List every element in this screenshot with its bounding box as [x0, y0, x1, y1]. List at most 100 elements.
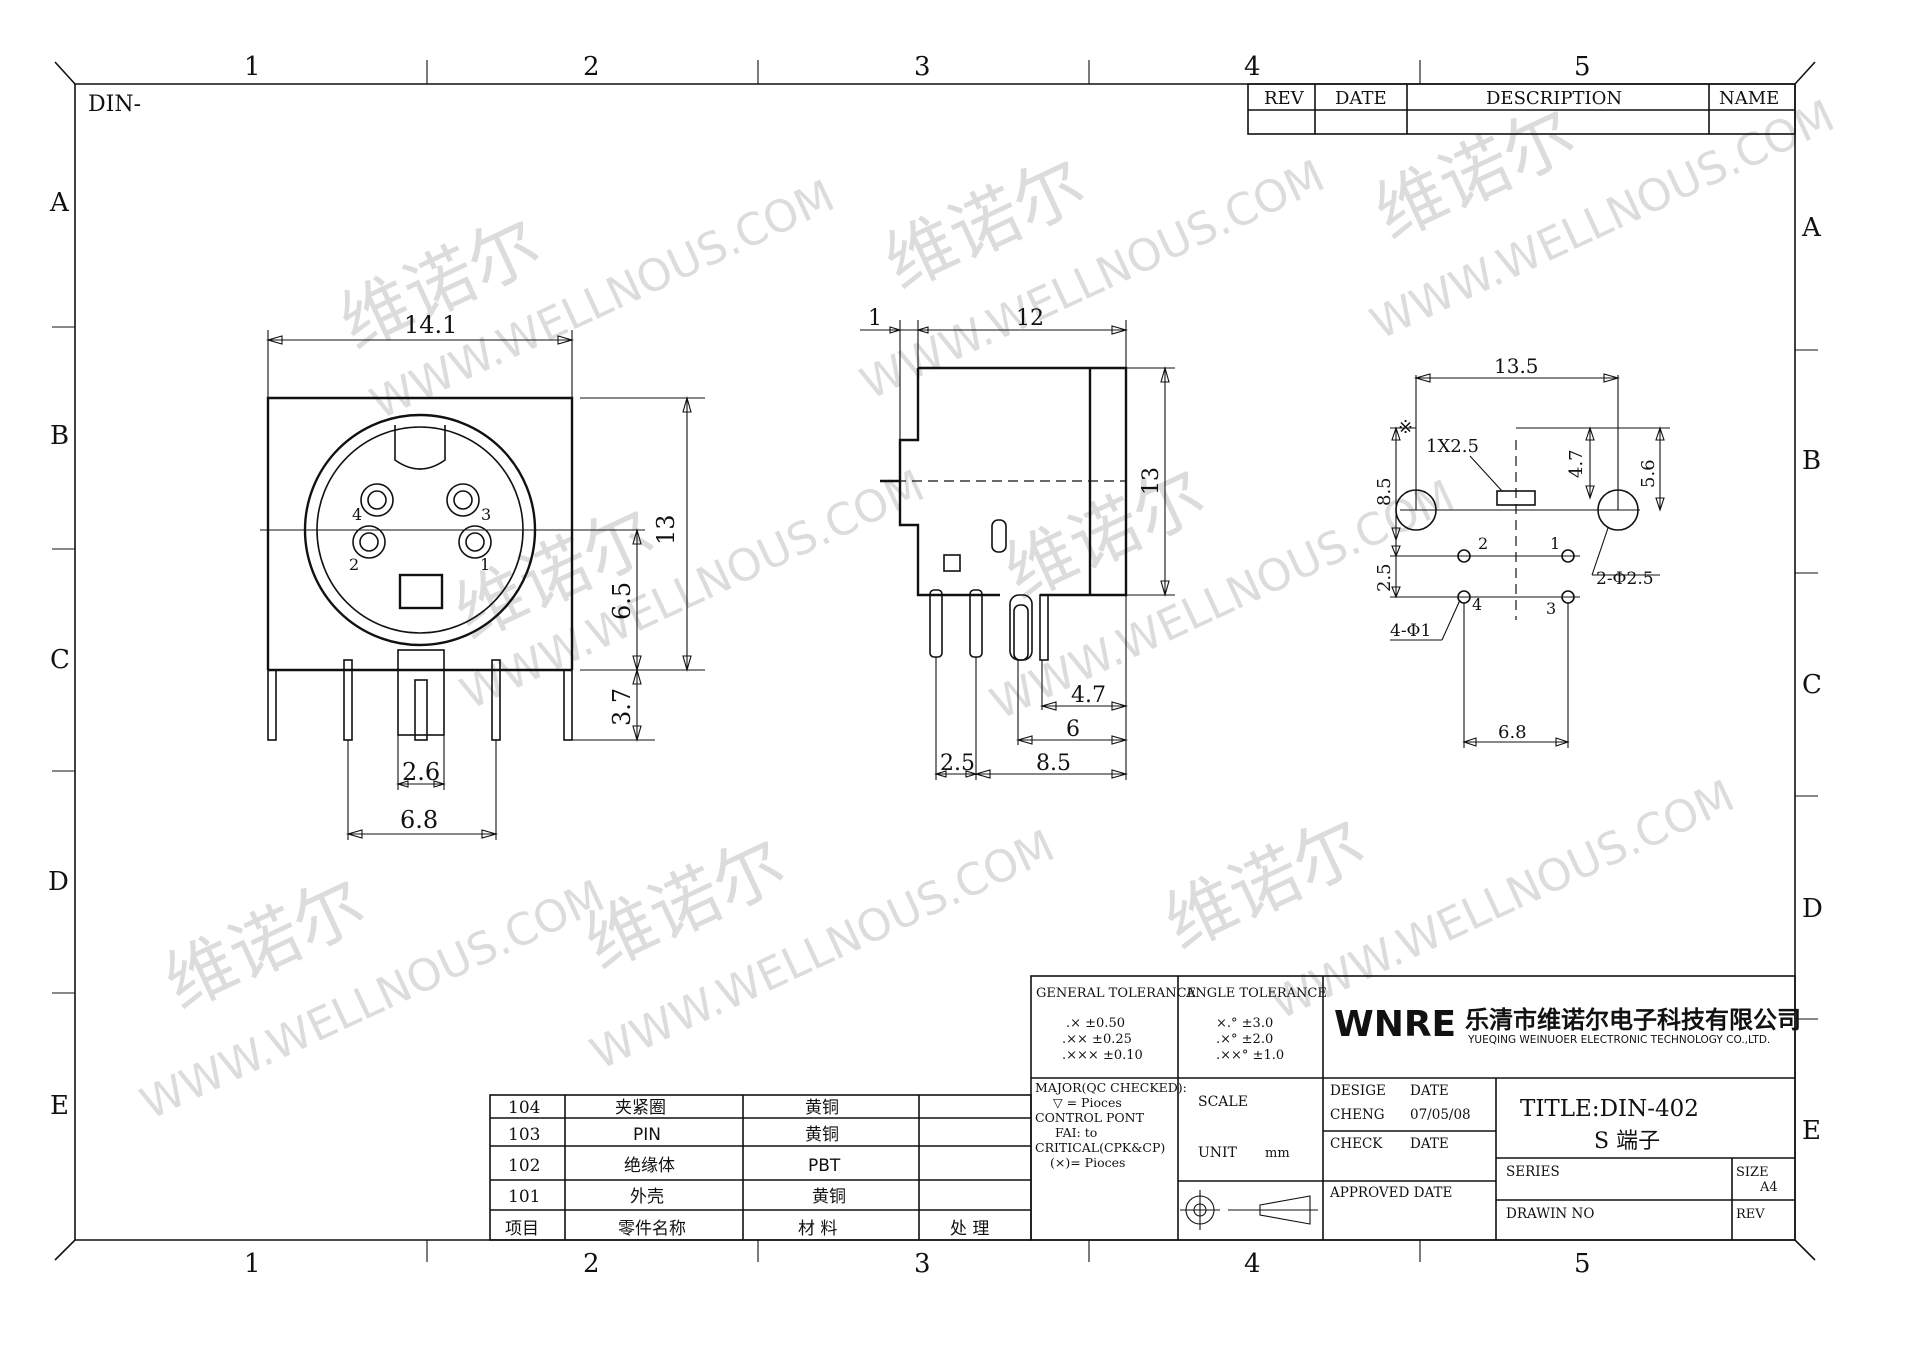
dim-front-pin-length: 3.7 [608, 688, 636, 726]
description-header: DESCRIPTION [1486, 88, 1622, 109]
title-block: GENERAL TOLERANCE .× ±0.50 .×× ±0.25 .××… [1030, 975, 1801, 1241]
dim-side-depth: 12 [1016, 306, 1044, 331]
zone-row-e: E [1802, 1116, 1821, 1146]
projection-symbol [1180, 1190, 1318, 1230]
company-logo: WNRE 乐清市维诺尔电子科技有限公司 YUEQING WEINUOER ELE… [1334, 1004, 1801, 1046]
major-line: FAI: to [1055, 1125, 1097, 1140]
check-label: CHECK [1330, 1136, 1383, 1152]
major-line: CONTROL PONT [1035, 1110, 1145, 1125]
dim-side-height: 13 [1139, 467, 1164, 495]
zone-row-b: B [1802, 446, 1821, 476]
zone-col-1: 1 [244, 52, 261, 82]
pcb-pin-label-4: 4 [1472, 595, 1482, 614]
front-pin-label-3: 3 [481, 505, 491, 524]
dim-front-height: 13 [652, 514, 680, 545]
zone-col-1: 1 [244, 1249, 261, 1279]
side-view: 1 12 13 4.7 6 2.5 8.5 [860, 306, 1175, 780]
angle-tolerance-line: .××° ±1.0 [1216, 1048, 1284, 1063]
bom-material: 黄铜 [805, 1125, 839, 1145]
series-label: SERIES [1506, 1164, 1560, 1180]
bom-header-name: 零件名称 [618, 1219, 686, 1239]
pcb-slot-label: 1X2.5 [1426, 436, 1479, 457]
zone-col-2: 2 [583, 1249, 600, 1279]
size-value: A4 [1759, 1180, 1778, 1195]
general-tolerance-label: GENERAL TOLERANCE [1036, 986, 1196, 1001]
pcb-big-holes-label: 2-Φ2.5 [1596, 569, 1654, 589]
approved-label: APPROVED DATE [1329, 1185, 1452, 1201]
dim-side-d4: 8.5 [1036, 751, 1071, 776]
zone-col-2: 2 [583, 52, 600, 82]
zone-col-4: 4 [1244, 1249, 1261, 1279]
company-name-cn: 乐清市维诺尔电子科技有限公司 [1465, 1006, 1801, 1034]
bom-item: 101 [508, 1187, 540, 1207]
zone-row-c: C [1802, 670, 1822, 700]
general-tolerance-line: .××× ±0.10 [1062, 1048, 1143, 1063]
zone-col-5: 5 [1574, 1249, 1591, 1279]
pcb-pin-label-2: 2 [1478, 534, 1488, 553]
watermark-cn: 维诺尔 [1153, 802, 1378, 965]
design-date-label: DATE [1410, 1083, 1449, 1099]
bom-table: 104 夹紧圈 黄铜 103 PIN 黄铜 102 绝缘体 PBT 101 外壳… [489, 1094, 1032, 1241]
general-tolerance-line: .×× ±0.25 [1062, 1032, 1132, 1047]
size-label: SIZE [1736, 1165, 1769, 1180]
drawing-title: TITLE:DIN-402 [1520, 1096, 1699, 1122]
major-line: ▽ = Pioces [1053, 1095, 1122, 1110]
zone-col-3: 3 [914, 52, 931, 82]
drawing-code: DIN- [88, 92, 141, 117]
zone-row-c: C [50, 645, 70, 675]
major-line: CRITICAL(CPK&CP) [1035, 1140, 1165, 1155]
dim-pcb-h3: 8.5 [1374, 477, 1395, 506]
pcb-mark: ※ [1398, 417, 1413, 438]
drawing-no-label: DRAWIN NO [1506, 1206, 1594, 1222]
angle-tolerance-label: ANGLE TOLERANCE [1185, 986, 1327, 1001]
pcb-pin-label-3: 3 [1546, 599, 1556, 618]
bom-item: 103 [508, 1125, 540, 1145]
dim-pcb-bottom: 6.8 [1498, 722, 1527, 743]
front-pin-label-1: 1 [480, 555, 490, 574]
dim-front-center: 6.5 [608, 582, 636, 620]
zone-col-5: 5 [1574, 52, 1591, 82]
dim-pcb-width: 13.5 [1494, 354, 1539, 378]
pcb-pin-label-1: 1 [1550, 534, 1560, 553]
unit-label: UNIT [1198, 1145, 1238, 1161]
bom-material: 黄铜 [805, 1098, 839, 1118]
pcb-layout-view: 2 1 4 3 13.5 1X2.5 4.7 5.6 8.5 ※ 2 [1374, 354, 1670, 748]
bom-item: 102 [508, 1156, 540, 1176]
drawing-subtitle: S 端子 [1594, 1129, 1660, 1154]
bom-header-process: 处 理 [950, 1219, 989, 1239]
bom-material: 黄铜 [812, 1187, 846, 1207]
design-date: 07/05/08 [1410, 1107, 1471, 1123]
zone-labels: 1 2 3 4 5 1 2 3 4 5 A B C D E A B C D E [48, 52, 1823, 1279]
general-tolerance-line: .× ±0.50 [1066, 1016, 1125, 1031]
zone-row-a: A [49, 188, 70, 218]
bom-header-item: 项目 [505, 1219, 539, 1239]
zone-row-d: D [48, 867, 69, 897]
dim-front-pitch-outer: 6.8 [400, 806, 438, 834]
scale-label: SCALE [1198, 1094, 1248, 1110]
unit-value: mm [1265, 1146, 1290, 1161]
company-name-en: YUEQING WEINUOER ELECTRONIC TECHNOLOGY C… [1467, 1034, 1770, 1046]
zone-row-e: E [50, 1091, 69, 1121]
front-pin-label-4: 4 [352, 505, 362, 524]
dim-side-d1: 4.7 [1071, 683, 1106, 708]
angle-tolerance-line: .×° ±2.0 [1216, 1032, 1273, 1047]
dim-side-flange: 1 [868, 306, 882, 331]
rev-label: REV [1736, 1207, 1765, 1222]
bom-part-name: PIN [633, 1125, 661, 1145]
zone-col-3: 3 [914, 1249, 931, 1279]
zone-row-b: B [50, 421, 69, 451]
front-pin-label-2: 2 [349, 555, 359, 574]
dim-side-d3: 2.5 [940, 751, 975, 776]
front-view: 4 3 2 1 14.1 13 6.5 3.7 2.6 [260, 311, 705, 840]
design-label: DESIGE [1330, 1083, 1386, 1099]
bom-header-material: 材 料 [798, 1219, 837, 1239]
dim-front-width: 14.1 [404, 311, 457, 339]
dim-pcb-h4: 2.5 [1374, 563, 1395, 592]
angle-tolerance-line: ×.° ±3.0 [1216, 1016, 1273, 1031]
check-date-label: DATE [1410, 1136, 1449, 1152]
name-header: NAME [1719, 88, 1779, 109]
logo-wordmark: WNRE [1334, 1004, 1456, 1045]
zone-row-a: A [1801, 213, 1822, 243]
bom-item: 104 [508, 1098, 540, 1118]
